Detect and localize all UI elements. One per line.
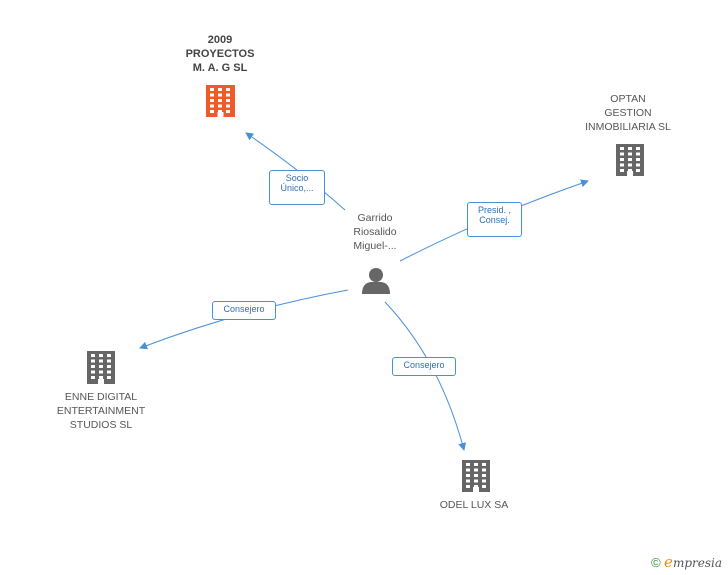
building-window bbox=[482, 463, 486, 466]
building-window bbox=[628, 169, 632, 172]
building-window bbox=[628, 158, 632, 161]
building-window bbox=[91, 359, 95, 363]
building-window bbox=[482, 479, 486, 483]
building-window bbox=[620, 147, 624, 150]
building-door bbox=[98, 379, 104, 384]
edge-label-consejero-odel: Consejero bbox=[392, 357, 456, 376]
building-window bbox=[226, 110, 230, 113]
building-window bbox=[620, 163, 624, 167]
building-window bbox=[474, 485, 478, 488]
building-window bbox=[226, 88, 230, 91]
edge-label-consejero-enne: Consejero bbox=[212, 301, 276, 320]
building-window bbox=[620, 152, 624, 156]
brand-logo: empresia bbox=[664, 553, 722, 571]
building-window bbox=[226, 93, 230, 97]
building-window bbox=[474, 468, 478, 472]
building-window bbox=[226, 104, 230, 108]
building-window bbox=[466, 485, 470, 488]
building-window bbox=[636, 152, 640, 156]
building-window bbox=[636, 163, 640, 167]
building-window bbox=[210, 93, 214, 97]
building-window bbox=[466, 468, 470, 472]
building-window bbox=[218, 104, 222, 108]
building-window bbox=[91, 376, 95, 379]
building-window bbox=[99, 370, 103, 374]
building-window bbox=[636, 147, 640, 150]
building-icon-2009[interactable] bbox=[206, 85, 235, 117]
building-window bbox=[474, 463, 478, 466]
building-window bbox=[210, 88, 214, 91]
edge-label-socio: Socio Único,... bbox=[269, 170, 325, 205]
building-window bbox=[474, 474, 478, 477]
building-window bbox=[107, 359, 111, 363]
building-window bbox=[107, 376, 111, 379]
building-door bbox=[217, 112, 224, 117]
building-window bbox=[636, 169, 640, 172]
node-label-enne[interactable]: ENNE DIGITAL ENTERTAINMENT STUDIOS SL bbox=[56, 391, 146, 431]
building-window bbox=[620, 169, 624, 172]
building-icon-optan[interactable] bbox=[616, 144, 644, 176]
building-window bbox=[226, 99, 230, 102]
building-window bbox=[99, 359, 103, 363]
node-label-person[interactable]: Garrido Riosalido Miguel-... bbox=[353, 212, 397, 252]
building-window bbox=[636, 158, 640, 161]
building-window bbox=[628, 152, 632, 156]
building-window bbox=[210, 110, 214, 113]
node-label-odel[interactable]: ODEL LUX SA bbox=[439, 499, 509, 511]
building-window bbox=[466, 479, 470, 483]
building-window bbox=[107, 354, 111, 357]
building-window bbox=[474, 479, 478, 483]
building-window bbox=[99, 354, 103, 357]
building-icon-odel[interactable] bbox=[462, 460, 490, 492]
building-window bbox=[91, 370, 95, 374]
building-window bbox=[99, 376, 103, 379]
building-window bbox=[218, 110, 222, 113]
building-window bbox=[107, 370, 111, 374]
building-icon-enne[interactable] bbox=[87, 351, 115, 384]
building-door bbox=[473, 487, 479, 492]
building-window bbox=[628, 147, 632, 150]
node-label-optan[interactable]: OPTAN GESTION INMOBILIARIA SL bbox=[585, 93, 671, 133]
building-window bbox=[218, 88, 222, 91]
building-window bbox=[91, 354, 95, 357]
building-window bbox=[210, 99, 214, 102]
edge-label-presid: Presid. , Consej. bbox=[467, 202, 522, 237]
building-window bbox=[218, 93, 222, 97]
empresia-watermark: © empresia bbox=[651, 553, 722, 571]
building-window bbox=[218, 99, 222, 102]
building-window bbox=[482, 468, 486, 472]
building-window bbox=[107, 365, 111, 368]
copyright-symbol: © bbox=[651, 555, 661, 570]
building-window bbox=[628, 163, 632, 167]
edge-to-odel bbox=[384, 301, 467, 451]
building-window bbox=[482, 474, 486, 477]
building-window bbox=[620, 158, 624, 161]
person-icon[interactable] bbox=[362, 268, 390, 294]
building-window bbox=[482, 485, 486, 488]
building-window bbox=[466, 474, 470, 477]
building-window bbox=[91, 365, 95, 368]
building-window bbox=[210, 104, 214, 108]
building-door bbox=[627, 171, 633, 176]
building-window bbox=[99, 365, 103, 368]
building-window bbox=[466, 463, 470, 466]
node-label-2009[interactable]: 2009 PROYECTOS M. A. G SL bbox=[185, 34, 255, 74]
